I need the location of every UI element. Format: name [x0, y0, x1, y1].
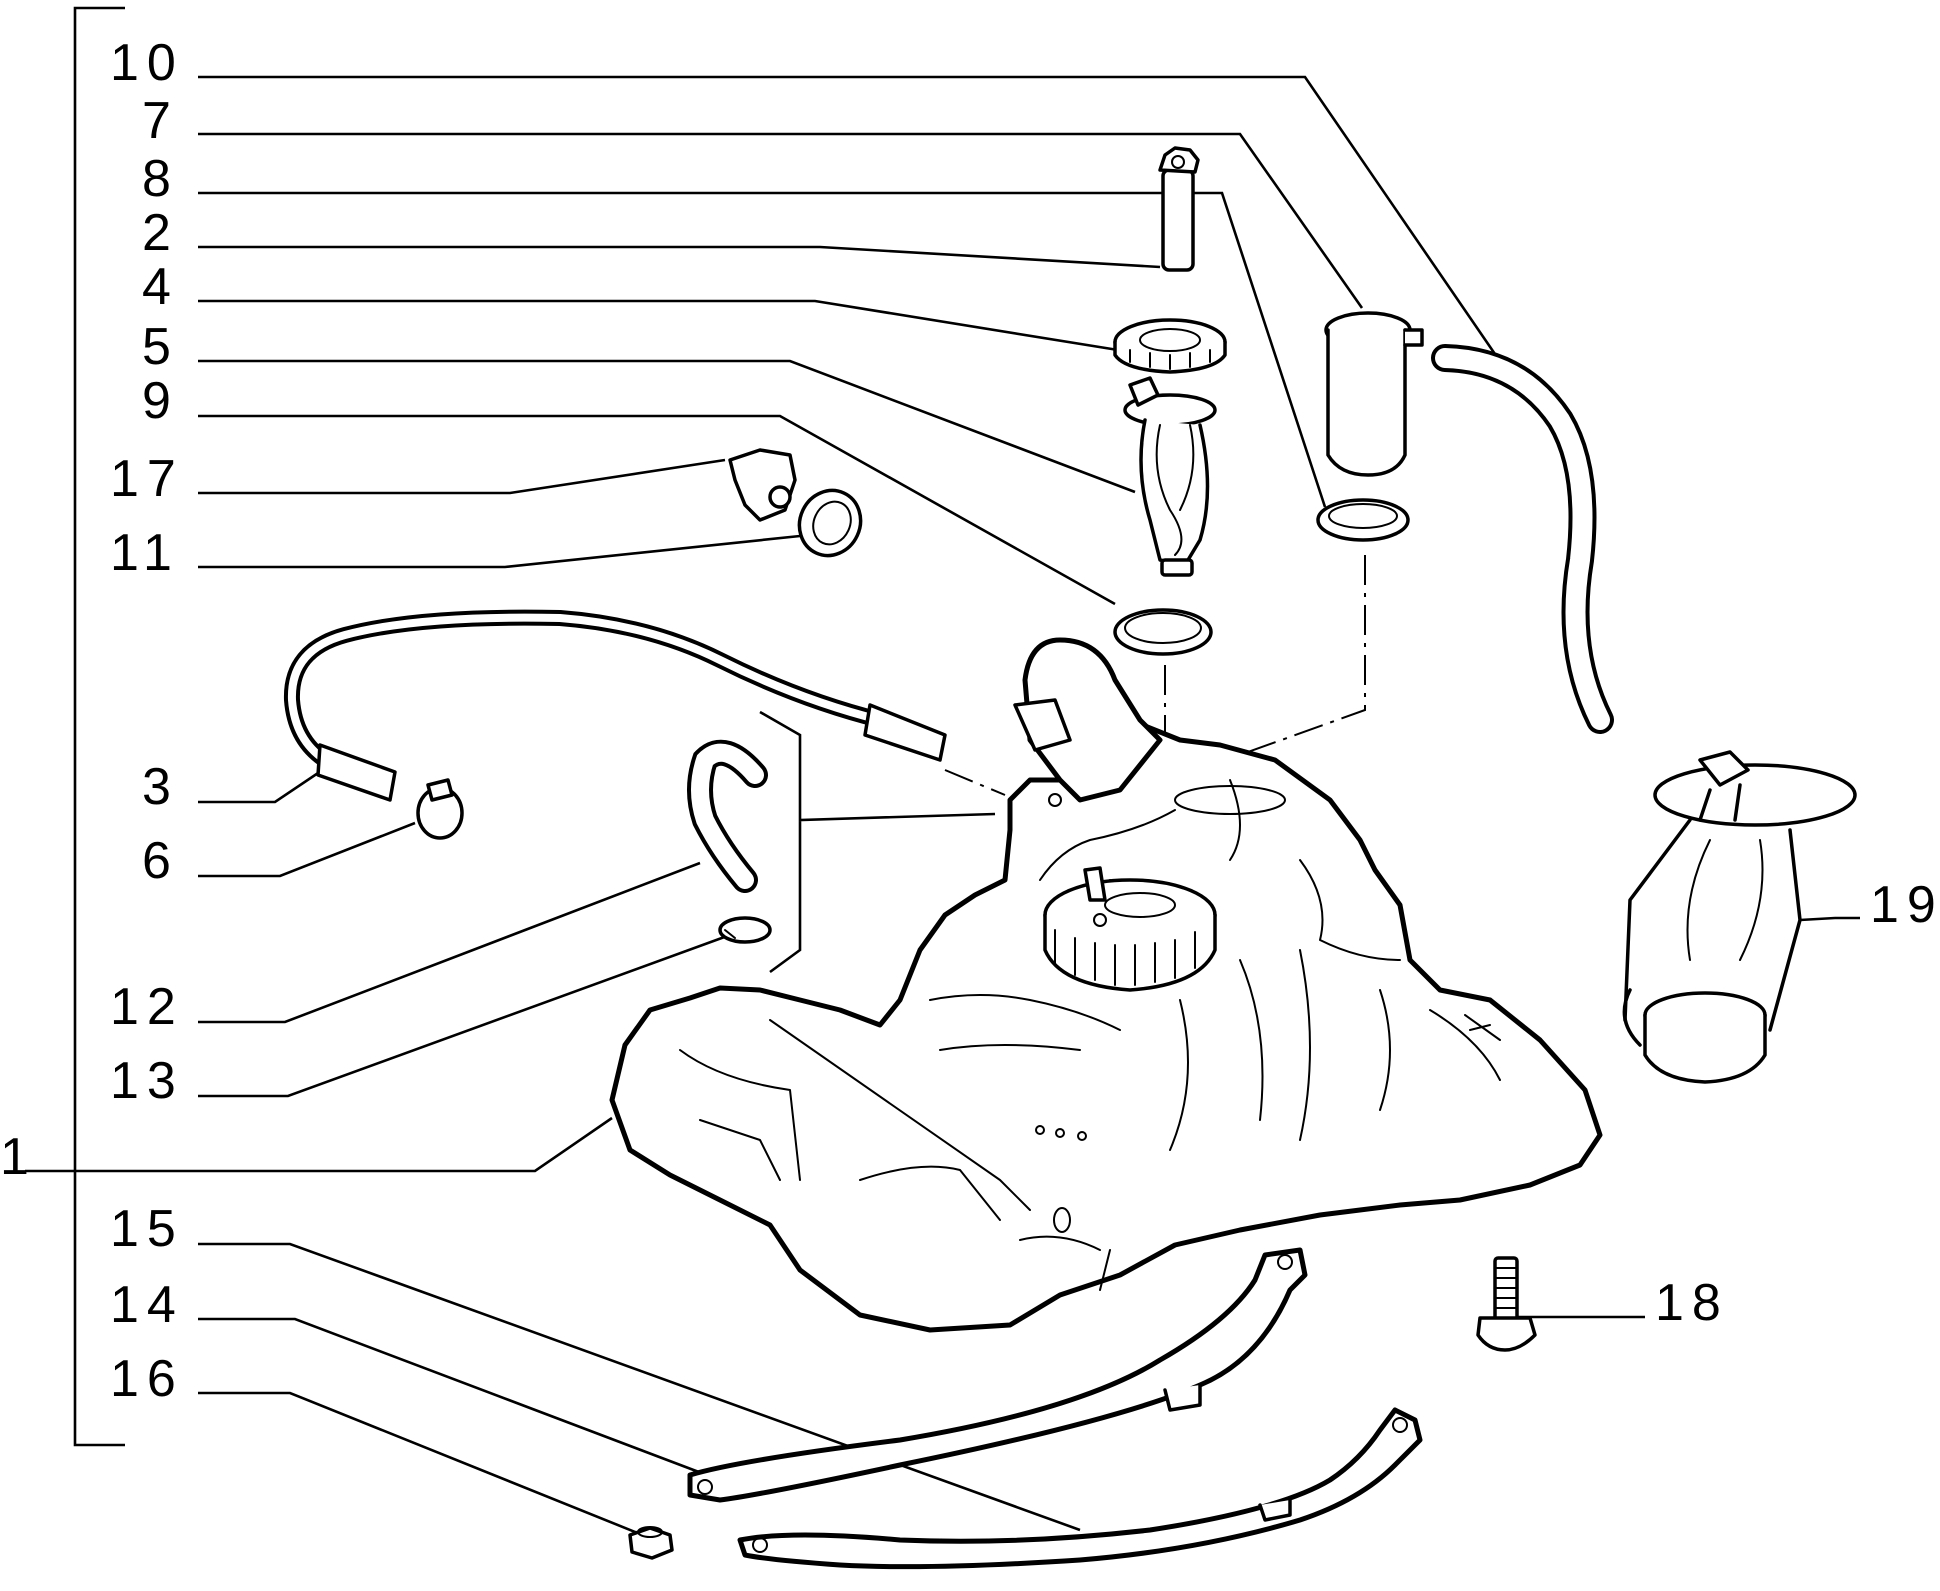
part-3-fuel-line — [283, 609, 947, 802]
label-13: 13 — [110, 1052, 184, 1110]
leader-12-13-bracket — [759, 710, 996, 974]
part-9-seal — [1113, 608, 1213, 656]
leader-4 — [198, 299, 1119, 352]
leader-14 — [198, 1317, 721, 1482]
part-14-strap — [687, 1247, 1308, 1503]
label-5: 5 — [142, 318, 179, 376]
label-11: 11 — [110, 524, 180, 582]
label-3: 3 — [142, 758, 179, 816]
leader-2 — [198, 245, 1161, 269]
part-12-hose — [687, 739, 768, 893]
label-16: 16 — [110, 1350, 184, 1408]
part-2-sender — [1158, 146, 1200, 272]
part-7-filter — [1324, 311, 1424, 477]
leader-lines — [25, 75, 1860, 1542]
part-13-clamp — [718, 916, 772, 944]
part-5-fuel-pump — [1123, 376, 1217, 577]
assembly-line-3 — [944, 769, 1006, 796]
part-8-seal — [1316, 498, 1410, 542]
leader-11 — [198, 534, 801, 569]
leader-19 — [1799, 916, 1860, 922]
assembly-line-8 — [1169, 555, 1366, 781]
leader-3 — [198, 763, 331, 804]
part-4-ring-nut — [1113, 318, 1227, 374]
part-10-hose — [1431, 344, 1614, 734]
leader-5 — [198, 359, 1136, 494]
part-15-strap — [737, 1407, 1423, 1570]
group-bracket — [73, 6, 125, 1447]
label-9: 9 — [142, 372, 179, 430]
label-1: 1 — [0, 1128, 37, 1186]
label-8: 8 — [142, 150, 179, 208]
leader-8 — [198, 191, 1327, 508]
leader-1 — [25, 1116, 613, 1173]
part-6-clamp — [416, 778, 464, 840]
leader-16 — [198, 1391, 656, 1542]
leader-6 — [198, 821, 416, 878]
label-2: 2 — [142, 204, 179, 262]
leader-10 — [198, 75, 1499, 358]
label-4: 4 — [142, 258, 179, 316]
label-6: 6 — [142, 832, 179, 890]
label-18: 18 — [1655, 1274, 1729, 1332]
callout-labels: 10 7 8 2 4 5 9 17 11 3 6 12 13 1 15 14 1… — [0, 34, 1940, 1408]
label-12: 12 — [110, 978, 184, 1036]
leader-9 — [198, 414, 1116, 606]
label-17: 17 — [110, 450, 184, 508]
leader-7 — [198, 132, 1364, 309]
label-15: 15 — [110, 1200, 184, 1258]
label-7: 7 — [142, 92, 179, 150]
leader-13 — [198, 933, 731, 1098]
part-16-nut — [628, 1526, 674, 1560]
part-19-pump-assembly — [1622, 750, 1857, 1084]
fuel-tank — [609, 637, 1603, 1333]
leader-17 — [198, 458, 726, 495]
label-19: 19 — [1870, 876, 1940, 934]
part-11-grommet — [797, 488, 863, 558]
part-18-bolt — [1476, 1256, 1537, 1352]
label-14: 14 — [110, 1276, 184, 1334]
part-17-valve — [728, 448, 797, 522]
leader-12 — [198, 861, 701, 1024]
leader-15 — [198, 1242, 1081, 1532]
label-10: 10 — [110, 34, 184, 92]
